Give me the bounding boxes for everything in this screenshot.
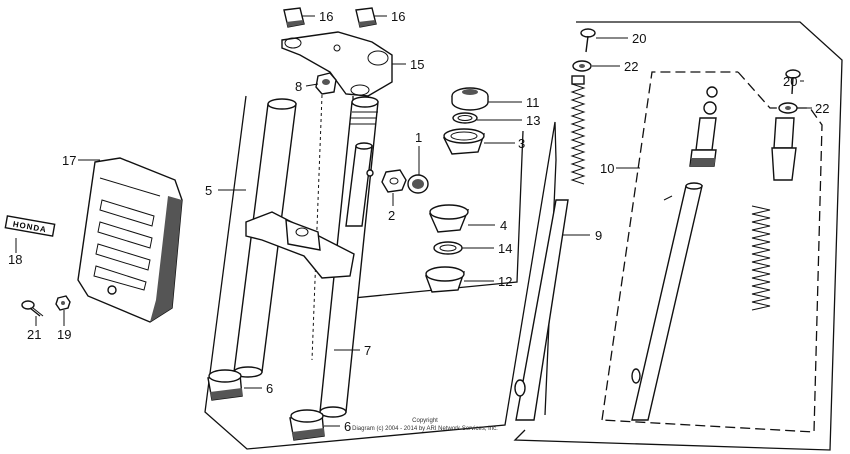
callout-19: 19	[57, 327, 71, 342]
copyright-line-2: Diagram (c) 2004 - 2014 by ARI Network S…	[352, 426, 498, 432]
stem-nut	[315, 72, 337, 95]
callout-8: 8	[295, 79, 302, 94]
copyright-notice: Copyright Diagram (c) 2004 - 2014 by ARI…	[352, 418, 498, 432]
fork-spring-long	[570, 75, 586, 185]
washer-long-fork	[572, 60, 592, 72]
top-bolt-short-fork	[785, 69, 801, 95]
mounting-nut	[55, 295, 71, 311]
callout-15: 15	[410, 57, 424, 72]
top-bolt-long-fork	[580, 28, 596, 53]
headlight-cover	[77, 157, 183, 323]
callout-20-long-fork: 20	[632, 31, 646, 46]
callout-14: 14	[498, 241, 512, 256]
steering-stem-bottom-bridge	[245, 142, 374, 279]
callout-4: 4	[500, 218, 507, 233]
callout-1: 1	[415, 130, 422, 145]
adjuster-bolt-head	[407, 174, 429, 194]
steering-stem-nut	[451, 87, 489, 111]
callout-16-right: 16	[391, 9, 405, 24]
callout-12: 12	[498, 274, 512, 289]
dust-seal-left	[207, 369, 243, 401]
lock-washer	[452, 112, 478, 124]
stem-cap-left	[283, 7, 305, 28]
callout-11: 11	[526, 95, 540, 110]
callout-22-long-fork: 22	[624, 59, 638, 74]
damper-rod-stack	[689, 86, 718, 167]
spring-seat-stack	[771, 117, 797, 181]
stem-cap-right	[355, 7, 377, 28]
callout-10: 10	[600, 161, 614, 176]
fork-leg-long	[514, 199, 569, 421]
callout-6-left: 6	[266, 381, 273, 396]
callout-9: 9	[595, 228, 602, 243]
hex-nut	[381, 169, 407, 193]
callout-6-right: 6	[344, 419, 351, 434]
callout-20-short-fork: 20	[783, 74, 797, 89]
fork-spring-short	[751, 205, 771, 311]
washer-short-fork	[778, 102, 798, 114]
honda-emblem: HONDA	[4, 215, 56, 237]
lower-bearing-cone	[428, 204, 470, 233]
assembly-frame-right	[513, 21, 843, 451]
dust-seal-right	[289, 409, 325, 441]
fork-top-bridge	[281, 31, 393, 97]
callout-18: 18	[8, 252, 22, 267]
upper-bearing-race	[442, 128, 486, 155]
inner-fork-tube	[631, 182, 703, 421]
callout-17: 17	[62, 153, 76, 168]
mounting-screw	[21, 300, 44, 317]
callout-16-left: 16	[319, 9, 333, 24]
lower-bearing-race	[425, 266, 466, 293]
callout-labels: 1 2 3 4 5 6 6 7 8 9 10 11 12 13 14 15 16…	[8, 9, 829, 434]
steel-ball-race	[433, 241, 463, 255]
callout-3: 3	[518, 136, 525, 151]
callout-5: 5	[205, 183, 212, 198]
leader-lines	[15, 15, 812, 427]
callout-21: 21	[27, 327, 41, 342]
callout-7: 7	[364, 343, 371, 358]
callout-13: 13	[526, 113, 540, 128]
callout-2: 2	[388, 208, 395, 223]
copyright-line-1: Copyright	[412, 418, 438, 424]
callout-22-short-fork: 22	[815, 101, 829, 116]
